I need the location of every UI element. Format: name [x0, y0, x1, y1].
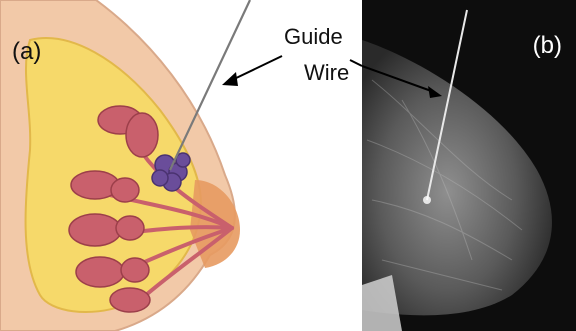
callout-wire-text: Wire — [304, 62, 349, 84]
panel-a-label: (a) — [12, 40, 41, 64]
panel-a-illustration — [0, 0, 362, 331]
panel-b-label: (b) — [533, 34, 562, 58]
arrow-to-wire-b — [350, 60, 362, 66]
arrowhead-a — [222, 72, 238, 86]
arrow-to-wire-a — [232, 56, 282, 80]
wire-tip — [423, 196, 431, 204]
callout-guide-text: Guide — [284, 26, 343, 48]
breast-anatomy-illustration — [0, 0, 362, 331]
